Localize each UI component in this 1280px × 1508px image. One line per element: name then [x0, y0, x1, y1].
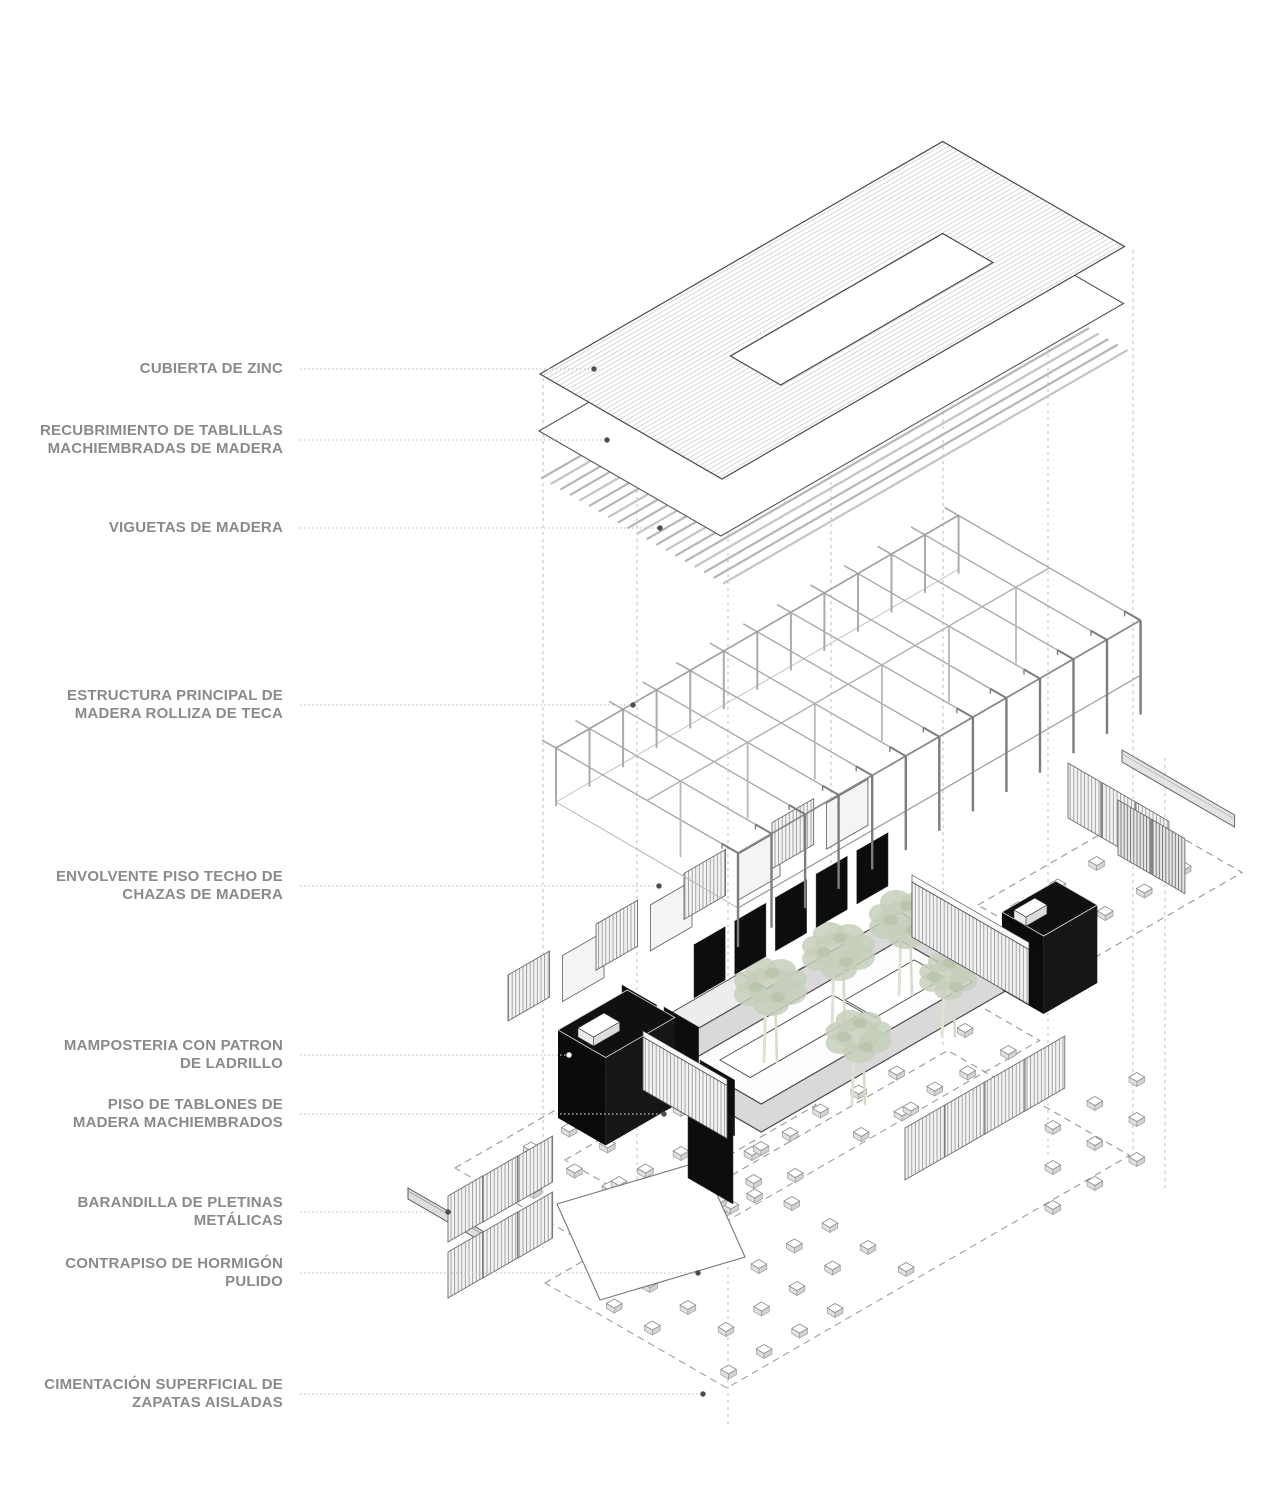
label-contrapiso: CONTRAPISO DE HORMIGÓN PULIDO [65, 1255, 283, 1290]
label-mamposteria: MAMPOSTERIA CON PATRON DE LADRILLO [63, 1037, 283, 1072]
fence-panels [447, 749, 1236, 1299]
leader-dot [656, 883, 662, 889]
label-barandilla: BARANDILLA DE PLETINAS METÁLICAS [77, 1194, 283, 1229]
label-estructura-principal: ESTRUCTURA PRINCIPAL DE MADERA ROLLIZA D… [67, 687, 283, 722]
leader-dot [445, 1209, 451, 1215]
label-viguetas: VIGUETAS DE MADERA [108, 519, 283, 536]
zinc-roof [538, 140, 1126, 480]
label-cimentacion: CIMENTACIÓN SUPERFICIAL DE ZAPATAS AISLA… [44, 1376, 283, 1411]
leader-dot [630, 702, 636, 708]
leader-dot [695, 1270, 701, 1276]
leader-dot [700, 1391, 706, 1397]
label-cubierta-de-zinc: CUBIERTA DE ZINC [139, 360, 283, 377]
label-envolvente-chazas: ENVOLVENTE PISO TECHO DE CHAZAS DE MADER… [55, 868, 283, 903]
chazas-panels [507, 778, 869, 1022]
label-recubrimiento: RECUBRIMIENTO DE TABLILLAS MACHIEMBRADAS… [40, 422, 283, 457]
leader-dot [565, 1052, 572, 1059]
leader-dot [657, 525, 663, 531]
leader-dot [604, 437, 610, 443]
leader-dot [661, 1111, 667, 1117]
leader-lines [300, 366, 706, 1397]
label-piso-tablones: PISO DE TABLONES DE MADERA MACHIEMBRADOS [72, 1096, 283, 1131]
timber-frame [541, 506, 1142, 947]
masonry-walls [557, 831, 1099, 1205]
leader-dot [591, 366, 597, 372]
contrapiso-slab [556, 1160, 746, 1301]
